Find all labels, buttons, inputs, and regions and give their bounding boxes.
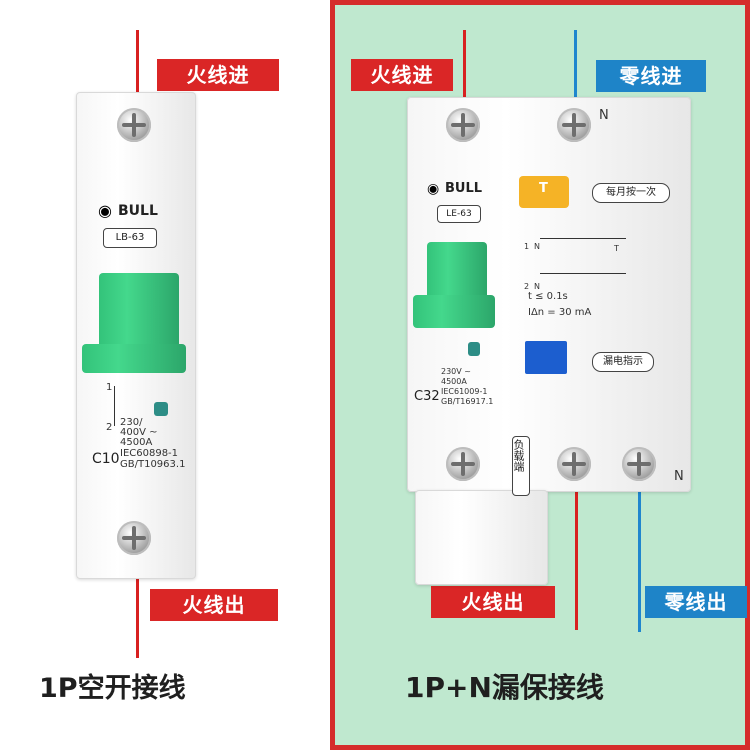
left-spec-4: IEC60898-1 [120,448,179,459]
right-diagram-5: T [614,244,619,253]
right-top-fire-screw [446,108,480,142]
right-bottom-neutral-wire [638,466,641,632]
left-top-label: 火线进 [157,59,279,91]
right-diagram-3: 2 [524,282,530,291]
right-load-end [512,436,530,496]
right-spec-3: IEC61009-1 [441,387,488,396]
right-spec-1: 230V ~ [441,367,471,376]
left-green-base[interactable] [82,344,186,373]
right-bottom-fire-wire [575,470,578,630]
left-green-lever[interactable] [99,273,179,356]
left-brand-text: BULL [118,203,158,219]
right-title: 1P+N漏保接线 [405,671,604,704]
left-spec-1: 230/ [120,417,143,428]
left-rating: C10 [92,451,120,467]
right-top-fire-label: 火线进 [351,59,453,91]
left-top-screw [117,108,151,142]
left-spec-3: 4500A [120,437,153,448]
right-brand-row: ◉ BULL [427,180,507,198]
right-top-fire-wire [463,30,466,120]
right-indicator-text: 漏电指示 [592,352,654,372]
right-breaker-lower-bridge [415,490,548,585]
right-indicator-button[interactable] [525,341,567,374]
right-brand-text: BULL [445,181,483,196]
left-spec-2: 400V ~ [120,427,158,438]
left-spec-5: GB/T10963.1 [120,459,186,470]
right-top-neutral-wire [574,30,577,118]
left-model-box: LB-63 [103,228,157,248]
right-bottom-center-screw [557,447,591,481]
left-brand-row: ◉ BULL [98,202,180,220]
right-neutral-mark-bottom: N [674,469,684,484]
right-test-button-label: T [539,181,548,196]
left-bottom-wire [136,563,139,658]
right-neutral-mark-top: N [599,108,609,123]
right-bottom-fire-screw [446,447,480,481]
left-terminal-2: 2 [106,422,113,433]
bull-logo-icon: ◉ [98,201,112,220]
right-green-base[interactable] [413,295,495,328]
right-trip-current: IΔn = 30 mA [528,307,592,318]
left-indicator [154,402,168,416]
right-trip-time: t ≤ 0.1s [528,291,568,302]
right-spec-2: 4500A [441,377,467,386]
left-title: 1P空开接线 [39,673,186,704]
right-top-neutral-label: 零线进 [596,60,706,92]
right-bottom-fire-label: 火线出 [431,586,555,618]
right-top-neutral-screw [557,108,591,142]
left-bottom-screw [117,521,151,555]
right-small-indicator [468,342,480,356]
right-monthly-text: 每月按一次 [592,183,670,203]
left-top-wire [136,30,139,116]
left-bottom-label: 火线出 [150,589,278,621]
right-diagram-2: N [534,242,540,251]
right-model-box: LE-63 [437,205,481,223]
left-diagram-icon [114,386,127,426]
right-spec-4: GB/T16917.1 [441,397,494,406]
right-diagram-4: N [534,282,540,291]
left-terminal-1: 1 [106,382,113,393]
right-rating: C32 [414,389,440,404]
right-circuit-diagram [540,238,626,274]
right-bottom-neutral-screw [622,447,656,481]
right-test-button[interactable] [519,176,569,208]
right-diagram-1: 1 [524,242,530,251]
right-load-end-text: 负载端 [512,439,525,472]
bull-logo-icon: ◉ [427,181,440,197]
right-bottom-neutral-label: 零线出 [645,586,747,618]
